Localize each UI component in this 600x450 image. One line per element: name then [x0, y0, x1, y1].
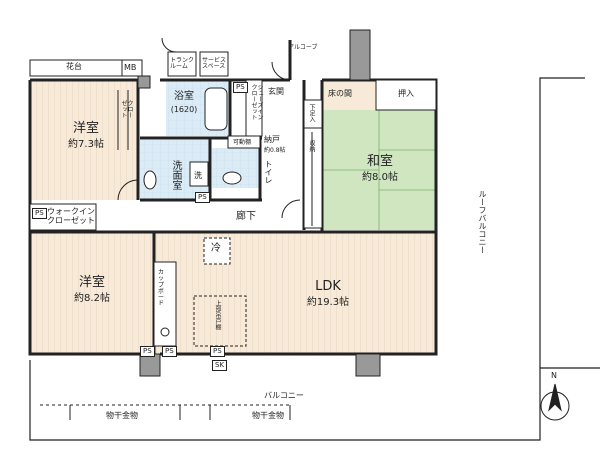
ps-tag-2: PS	[233, 82, 248, 93]
closet-doors	[117, 90, 313, 226]
bathroom-size: (1620)	[170, 105, 198, 114]
washing-machine	[189, 161, 209, 187]
ldk-name: LDK	[315, 279, 341, 294]
wash-label: 洗	[194, 171, 202, 180]
ldk-floor	[154, 232, 436, 354]
western-room-2-size: 約8.2帖	[74, 293, 110, 304]
storage-closet-name: 納戸	[264, 135, 280, 144]
bathroom-name: 浴室	[174, 91, 194, 102]
tokonoma-floor	[322, 80, 376, 110]
drying-rack-marks	[40, 404, 291, 420]
toilet-name: トイレ	[264, 160, 273, 184]
compass	[540, 383, 570, 421]
roof-balcony-label: ルーフバルコニー	[478, 190, 487, 254]
bathtub	[204, 87, 228, 131]
flower-bed-label: 花台	[66, 62, 82, 71]
ps-tag-5: PS	[162, 346, 177, 357]
hallway-name: 廊下	[236, 211, 256, 222]
japanese-room-size: 約8.0帖	[362, 172, 398, 183]
washroom-name: 洗面室	[170, 160, 181, 190]
western-room-2-floor	[30, 232, 154, 354]
drying-rack-label-1: 物干金物	[106, 411, 138, 420]
kitchen-cabinet-label: カ ッ プ ボ ー ド	[158, 269, 165, 308]
washbasin	[143, 170, 157, 190]
toilet-bowl	[222, 171, 242, 185]
north-label: N	[551, 371, 557, 380]
storage-boxes	[29, 51, 437, 231]
western-room-1-size: 約7.3帖	[68, 139, 104, 150]
western-room-1-name: 洋室	[72, 121, 100, 136]
walk-in-closet-name: ウォークイン クローゼット	[47, 207, 95, 225]
ps-tag-6: PS	[210, 346, 225, 357]
shoes-in-closet-label: シューズイン クローゼット	[250, 84, 263, 120]
movable-shelf-label: 可動棚	[233, 139, 252, 146]
ps-tag-3: PS	[195, 192, 210, 203]
western-room-2-name: 洋室	[78, 275, 106, 290]
tokonoma-label: 床の間	[328, 89, 352, 98]
trunk-room-label: トランク ルーム	[170, 57, 195, 70]
drying-rack-label-2: 物干金物	[252, 411, 284, 420]
closet-label: クロー ゼット	[120, 100, 133, 118]
balcony-label: バルコニー	[264, 391, 304, 400]
service-space-label: サービス スペース	[202, 57, 227, 70]
oshiire-label: 押入	[398, 89, 414, 98]
tatami-lines	[322, 110, 436, 230]
mb-box	[121, 59, 143, 77]
balcony-outline	[29, 77, 600, 441]
ldk-size: 約19.3帖	[306, 297, 350, 308]
japanese-room-name: 和室	[366, 154, 394, 169]
fridge-box	[203, 237, 231, 265]
upper-cabinet-label: 上部吊戸棚	[214, 300, 221, 330]
stove-burner	[160, 327, 170, 337]
storage-label: 収納	[308, 140, 315, 152]
entrance-name: 玄関	[268, 87, 284, 96]
western-room-1-floor	[30, 80, 138, 200]
ps-tag-4: PS	[140, 346, 155, 357]
storage-closet-size: 約0.8帖	[264, 147, 286, 154]
fridge-label: 冷	[211, 243, 221, 254]
ps-tag-1: PS	[32, 208, 47, 219]
shoe-closet-label: 下足入	[308, 104, 315, 122]
mb-label: MB	[124, 63, 137, 72]
sk-tag: SK	[212, 360, 228, 371]
alcove-label: アルコーブ	[288, 44, 318, 51]
